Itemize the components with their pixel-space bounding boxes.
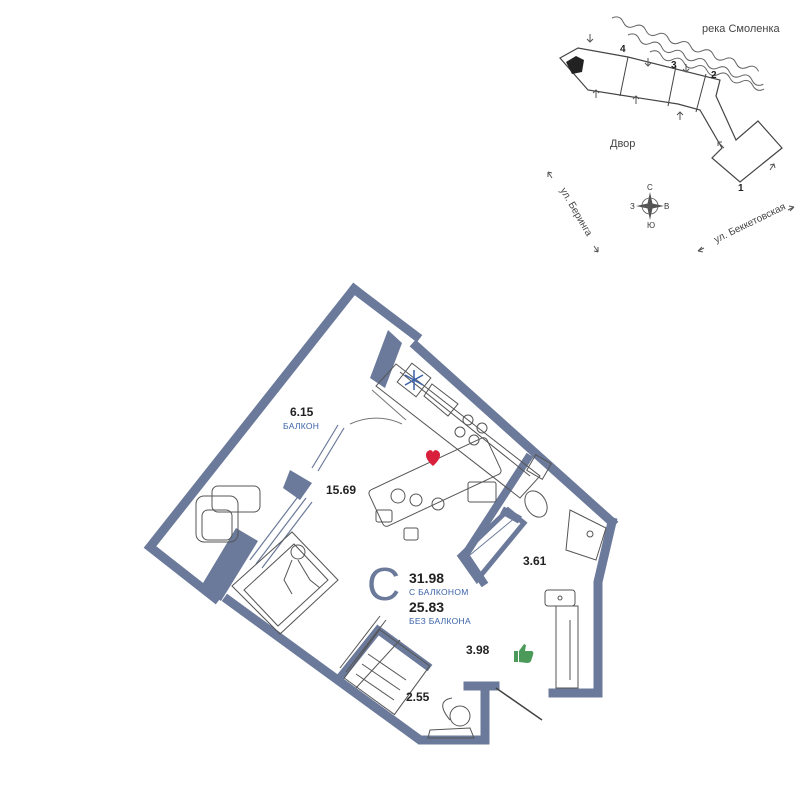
kitchen-counter	[375, 363, 541, 499]
living-area-caption: БЕЗ БАЛКОНА	[409, 616, 471, 626]
building-outline	[559, 47, 783, 183]
section-number-1: 1	[738, 183, 744, 194]
compass-south: Ю	[647, 221, 655, 230]
street-east-label: ул. Беккетовская	[712, 202, 787, 246]
apartment-marker	[566, 56, 584, 74]
hallway-area: 3.98	[466, 643, 490, 657]
apartment-type-letter: С	[367, 558, 400, 610]
site-plan: река Смоленка 4 3 2 1 Двор ул. Беринга	[547, 16, 795, 253]
compass-east: В	[664, 202, 669, 211]
living-area: 25.83	[409, 599, 444, 615]
yard-label: Двор	[610, 138, 635, 150]
storage-wall	[334, 624, 433, 683]
bathroom-area: 3.61	[523, 554, 547, 568]
total-area: 31.98	[409, 570, 444, 586]
street-west-label: ул. Беринга	[557, 186, 594, 239]
kitchen-island	[368, 437, 502, 527]
balcony-furniture	[195, 485, 261, 543]
apartment-plan: С 31.98 С БАЛКОНОМ 25.83 БЕЗ БАЛКОНА 6.1…	[143, 282, 619, 745]
east-wall	[409, 339, 619, 529]
section-number-4: 4	[620, 44, 626, 55]
washbasin	[544, 589, 576, 607]
storage-area: 2.55	[406, 690, 430, 704]
balcony-area: 6.15	[290, 405, 314, 419]
sofa	[231, 531, 339, 635]
west-wall	[221, 593, 490, 745]
compass-north: С	[647, 183, 653, 192]
heart-icon	[425, 450, 441, 466]
section-number-3: 3	[671, 60, 677, 71]
section-number-2: 2	[711, 70, 717, 81]
compass-west: З	[630, 202, 635, 211]
shower	[565, 509, 607, 561]
total-area-caption: С БАЛКОНОМ	[409, 587, 469, 597]
entrance-door-line	[495, 687, 543, 721]
thumbs-up-icon	[514, 644, 534, 663]
compass-icon: С Ю З В	[630, 183, 669, 230]
vacuum	[427, 697, 475, 739]
river-label: река Смоленка	[702, 23, 781, 35]
laundry-unit	[526, 454, 552, 480]
toilet	[524, 490, 548, 518]
storage-rack	[343, 628, 431, 716]
balcony-outer-wall	[143, 282, 361, 605]
river-line	[611, 16, 760, 72]
snowflake-icon	[404, 370, 424, 390]
balcony-caption: БАЛКОН	[283, 421, 319, 431]
living-room-area: 15.69	[326, 483, 356, 497]
